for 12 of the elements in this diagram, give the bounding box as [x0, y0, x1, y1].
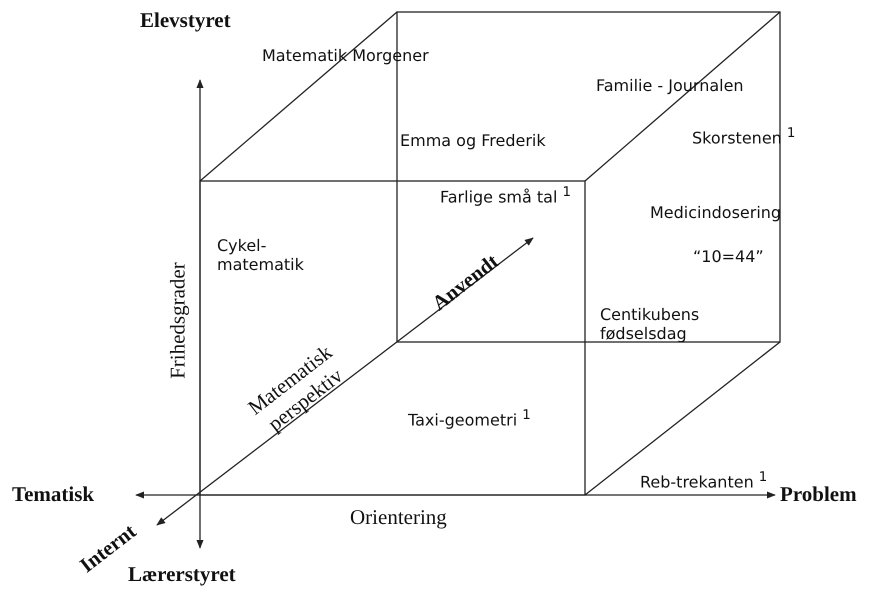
project-label: Farlige små tal $^{1}$ — [440, 185, 571, 207]
project-label: Emma og Frederik — [400, 131, 546, 150]
axis-title: Frihedsgrader — [165, 262, 190, 378]
axis-title: Orientering — [350, 505, 447, 530]
axis-label: Elevstyret — [140, 8, 231, 34]
project-label: “10=44” — [693, 247, 764, 266]
project-label: Taxi-geometri $^{1}$ — [408, 408, 531, 430]
project-label: Centikubens fødselsdag — [600, 305, 700, 344]
axis-label: Problem — [780, 482, 857, 508]
axis-label: Tematisk — [12, 482, 94, 508]
project-label: Reb-trekanten $^{1}$ — [640, 470, 768, 492]
project-label: Cykel- matematik — [217, 236, 305, 274]
